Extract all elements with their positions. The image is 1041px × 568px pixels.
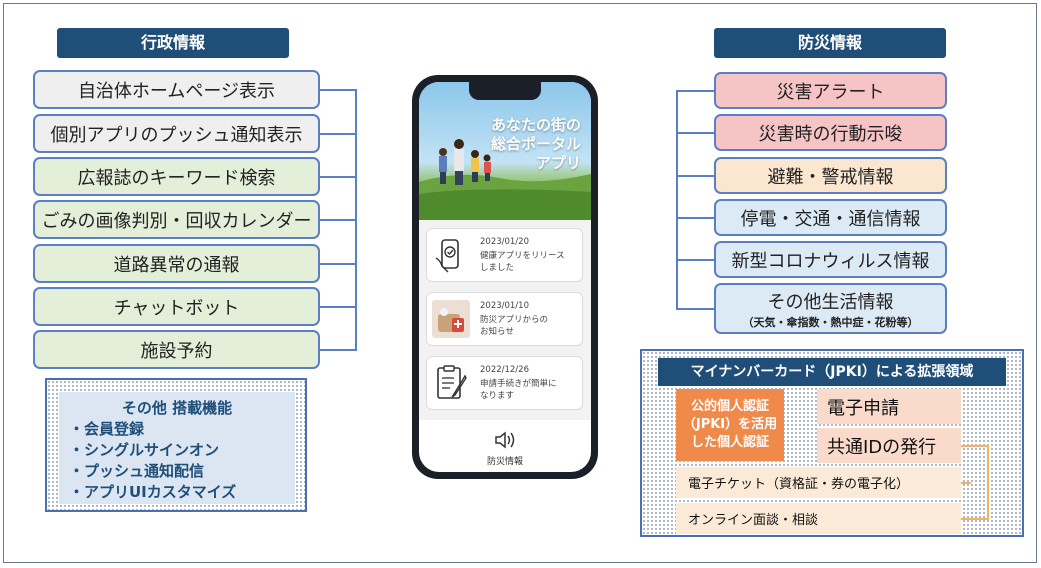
- hero-title-line: あなたの街の: [461, 116, 581, 135]
- phone-notch: [469, 82, 541, 100]
- jpki-auth-line: （JPKI）を活用: [676, 416, 784, 434]
- news-text-line: しました: [480, 262, 578, 274]
- phone-check-icon: [432, 236, 470, 274]
- smartphone-mockup: あなたの街の 総合ポータル アプリ 2023/01/20 健康アプリをリリース …: [412, 75, 598, 479]
- orange-connector: [961, 445, 971, 447]
- online-consultation-box: オンライン面談・相談: [676, 503, 961, 534]
- left-connector: [320, 176, 356, 178]
- jpki-auth-line: 公的個人認証: [676, 398, 784, 416]
- right-connector-vertical: [676, 90, 678, 309]
- hero-banner: あなたの街の 総合ポータル アプリ: [419, 82, 591, 220]
- evacuation-info-box: 避難・警戒情報: [714, 157, 947, 194]
- action-guidance-box: 災害時の行動示唆: [714, 114, 947, 151]
- news-text-line: なります: [480, 390, 578, 402]
- admin-info-header: 行政情報: [57, 28, 289, 58]
- speaker-icon: [494, 430, 516, 450]
- news-card[interactable]: 2023/01/10 防災アプリからの お知らせ: [426, 292, 583, 346]
- e-ticket-box: 電子チケット（資格証・券の電子化）: [676, 467, 961, 498]
- news-text: 申請手続きが簡単に なります: [480, 378, 578, 402]
- other-feature-item: ・シングルサインオン: [69, 440, 285, 461]
- covid-info-box: 新型コロナウィルス情報: [714, 241, 947, 278]
- other-features-panel: その他 搭載機能 ・会員登録 ・シングルサインオン ・プッシュ通知配信 ・アプリ…: [45, 378, 307, 512]
- disaster-alert-box: 災害アラート: [714, 72, 947, 109]
- tab-disaster-info[interactable]: 防災情報: [419, 420, 591, 472]
- news-text: 防災アプリからの お知らせ: [480, 314, 578, 338]
- right-connector: [676, 175, 714, 177]
- right-connector: [676, 132, 714, 134]
- left-connector: [320, 349, 356, 351]
- e-application-box: 電子申請: [817, 389, 961, 424]
- facility-booking-box: 施設予約: [33, 330, 320, 369]
- other-feature-item: ・アプリUIカスタマイズ: [69, 482, 285, 503]
- road-report-box: 道路異常の通報: [33, 244, 320, 283]
- mynumber-extension-panel: マイナンバーカード（JPKI）による拡張領域 公的個人認証 （JPKI）を活用 …: [640, 349, 1024, 537]
- common-id-box: 共通IDの発行: [817, 428, 961, 463]
- mynumber-header: マイナンバーカード（JPKI）による拡張領域: [658, 358, 1006, 386]
- tab-label: 防災情報: [419, 454, 591, 467]
- disaster-info-header: 防災情報: [714, 28, 946, 58]
- hero-title-line: アプリ: [461, 154, 581, 173]
- orange-connector: [961, 518, 971, 520]
- right-connector: [676, 217, 714, 219]
- newsletter-search-box: 広報誌のキーワード検索: [33, 157, 320, 196]
- orange-connector: [961, 482, 971, 484]
- other-features-list: その他 搭載機能 ・会員登録 ・シングルサインオン ・プッシュ通知配信 ・アプリ…: [59, 392, 295, 504]
- left-connector: [320, 133, 356, 135]
- orange-bracket: [969, 445, 989, 520]
- news-text-line: 健康アプリをリリース: [480, 250, 578, 262]
- news-card[interactable]: 2022/12/26 申請手続きが簡単に なります: [426, 356, 583, 410]
- other-life-info-sub: （天気・傘指数・熱中症・花粉等）: [743, 314, 919, 330]
- other-features-title: その他 搭載機能: [69, 398, 285, 419]
- hero-title: あなたの街の 総合ポータル アプリ: [461, 116, 581, 173]
- infrastructure-info-box: 停電・交通・通信情報: [714, 199, 947, 236]
- other-life-info-box: その他生活情報 （天気・傘指数・熱中症・花粉等）: [714, 283, 947, 334]
- news-text-line: 申請手続きが簡単に: [480, 378, 578, 390]
- left-connector: [320, 263, 356, 265]
- other-feature-item: ・プッシュ通知配信: [69, 461, 285, 482]
- emergency-kit-icon: [432, 300, 470, 338]
- clipboard-pen-icon: [432, 364, 470, 402]
- news-text-line: お知らせ: [480, 326, 578, 338]
- news-date: 2023/01/20: [480, 237, 529, 247]
- left-connector: [320, 219, 356, 221]
- other-feature-item: ・会員登録: [69, 419, 285, 440]
- news-card[interactable]: 2023/01/20 健康アプリをリリース しました: [426, 228, 583, 282]
- news-date: 2022/12/26: [480, 365, 529, 375]
- news-feed: 2023/01/20 健康アプリをリリース しました 2023/01/10 防災…: [419, 220, 591, 420]
- chatbot-box: チャットボット: [33, 287, 320, 326]
- right-connector: [676, 308, 714, 310]
- garbage-calendar-box: ごみの画像判別・回収カレンダー: [33, 200, 320, 239]
- news-text: 健康アプリをリリース しました: [480, 250, 578, 274]
- news-text-line: 防災アプリからの: [480, 314, 578, 326]
- hero-title-line: 総合ポータル: [461, 135, 581, 154]
- push-notification-box: 個別アプリのプッシュ通知表示: [33, 114, 320, 153]
- left-connector: [320, 306, 356, 308]
- other-life-info-label: その他生活情報: [768, 288, 894, 314]
- phone-screen: あなたの街の 総合ポータル アプリ 2023/01/20 健康アプリをリリース …: [419, 82, 591, 472]
- news-date: 2023/01/10: [480, 301, 529, 311]
- homepage-display-box: 自治体ホームページ表示: [33, 70, 320, 109]
- right-connector: [676, 259, 714, 261]
- jpki-auth-line: した個人認証: [676, 434, 784, 452]
- jpki-auth-box: 公的個人認証 （JPKI）を活用 した個人認証: [676, 389, 784, 461]
- right-connector: [676, 90, 714, 92]
- left-connector: [320, 89, 356, 91]
